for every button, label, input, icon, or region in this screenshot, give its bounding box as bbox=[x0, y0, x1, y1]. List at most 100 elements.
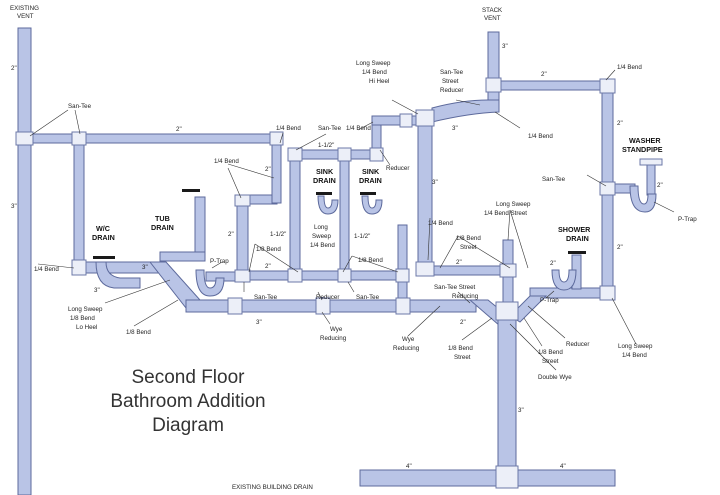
wc-drain-label-1: W/C bbox=[96, 224, 110, 233]
label-double-wye: Double Wye bbox=[538, 374, 572, 381]
fitting-tub-riser bbox=[234, 194, 251, 207]
label-wye-mid-1: Wye bbox=[402, 336, 415, 343]
building-drain-pipe bbox=[359, 469, 616, 487]
fitting-sink-top-right bbox=[369, 147, 384, 162]
fittings bbox=[15, 77, 663, 489]
sink-down-pipe bbox=[397, 224, 408, 304]
fitting-right-vent-low bbox=[599, 285, 616, 301]
shower-drain-label-1: SHOWER bbox=[558, 225, 591, 234]
tub-drain-pipe bbox=[194, 196, 206, 256]
label-quarter-bend-stack: 1/4 Bend bbox=[528, 133, 553, 140]
building-drain-label: EXISTING BUILDING DRAIN bbox=[232, 484, 313, 491]
label-quarter-bend-c: 1/4 Bend bbox=[214, 158, 239, 165]
label-san-tee-lower: San-Tee bbox=[254, 294, 278, 301]
fitting-sink-low-mid bbox=[337, 268, 352, 283]
shower-drain-cap bbox=[568, 251, 586, 254]
tub-drain-label-2: DRAIN bbox=[151, 223, 174, 232]
label-long-sweep-lo-2: 1/8 Bend bbox=[70, 315, 95, 322]
size-center-riser: 3" bbox=[432, 179, 438, 186]
sink-left-pipe bbox=[289, 149, 301, 279]
size-tub-arm: 2" bbox=[265, 263, 271, 270]
size-shower-arm: 2" bbox=[550, 260, 556, 267]
existing-vent-label-1: EXISTING bbox=[10, 5, 39, 12]
diagram-title: Second Floor Bathroom Addition Diagram bbox=[88, 366, 288, 438]
sink-trap-1-pipe bbox=[317, 195, 339, 215]
fitting-sink-top-mid bbox=[337, 147, 352, 162]
label-eighth-bend-street-a-2: Street bbox=[460, 244, 477, 251]
tub-drain-cap bbox=[182, 189, 200, 192]
title-line-3: Diagram bbox=[152, 415, 224, 436]
wc-drain-cap bbox=[93, 256, 115, 259]
sink-top-pipe bbox=[289, 149, 379, 160]
fitting-right-vent-mid bbox=[599, 181, 616, 196]
label-reducer-shower: Reducer bbox=[566, 341, 589, 348]
sink-drain-2-label-2: DRAIN bbox=[359, 176, 382, 185]
label-reducer-lower: Reducer bbox=[316, 294, 339, 301]
size-right-vent-upper: 2" bbox=[617, 120, 623, 127]
label-quarter-bend-wc: 1/4 Bend bbox=[34, 266, 59, 273]
label-eighth-bend-street-c-1: 1/8 Bend bbox=[538, 349, 563, 356]
size-center-arm: 2" bbox=[456, 259, 462, 266]
fitting-stack-top bbox=[415, 109, 435, 127]
label-long-sweep-hi-1: Long Sweep bbox=[356, 60, 391, 67]
label-long-sweep-sink-3: 1/4 Bend bbox=[310, 242, 335, 249]
label-long-sweep-street-2: 1/4 Bend Street bbox=[484, 210, 527, 217]
label-eighth-bend-street-b-1: 1/8 Bend bbox=[448, 345, 473, 352]
label-san-tee-b: San-Tee bbox=[318, 125, 342, 132]
label-san-tee-top: San-Tee bbox=[68, 103, 92, 110]
size-tub-riser: 2" bbox=[228, 231, 234, 238]
size-stack-top: 3" bbox=[502, 43, 508, 50]
sink-drain-2-label-1: SINK bbox=[362, 167, 380, 176]
label-san-tee-street-1: San-Tee Street bbox=[434, 284, 476, 291]
size-stack-arm: 2" bbox=[541, 71, 547, 78]
fitting-stack-low bbox=[415, 261, 435, 277]
title-line-1: Second Floor bbox=[131, 367, 245, 388]
label-eighth-bend-street-c-2: Street bbox=[542, 358, 559, 365]
size-main-right: 2" bbox=[460, 319, 466, 326]
label-eighth-bend-street-b-2: Street bbox=[454, 354, 471, 361]
sink-drain-1-label-2: DRAIN bbox=[313, 176, 336, 185]
label-long-sweep-shower-1: Long Sweep bbox=[618, 343, 653, 350]
washer-trap-pipe bbox=[629, 185, 657, 213]
center-arm-pipe bbox=[429, 265, 509, 276]
size-washer: 2" bbox=[657, 182, 663, 189]
fitting-center-top bbox=[499, 263, 517, 278]
stack-vent-label-2: VENT bbox=[484, 15, 501, 22]
size-sink-top: 1-1/2" bbox=[318, 142, 334, 149]
size-wc-arm: 3" bbox=[142, 264, 148, 271]
drop-pipe bbox=[497, 317, 517, 479]
fitting-top-right bbox=[599, 78, 616, 94]
fitting-top-wc bbox=[71, 131, 87, 146]
shower-trap-pipe bbox=[551, 269, 577, 291]
tub-trap-pipe bbox=[195, 269, 225, 297]
fitting-sink-low-right bbox=[395, 268, 410, 283]
existing-vent-label-2: VENT bbox=[17, 13, 34, 20]
label-long-sweep-hi-2: 1/4 Bend bbox=[362, 69, 387, 76]
size-vent-left-upper: 2" bbox=[11, 65, 17, 72]
tub-side-pipe bbox=[271, 142, 282, 204]
tub-overflow-pipe bbox=[159, 251, 206, 262]
size-stack-mid: 3" bbox=[452, 125, 458, 132]
fitting-washer bbox=[639, 158, 663, 166]
label-p-trap-tub: P-Trap bbox=[210, 258, 229, 265]
fitting-sink-low-left bbox=[287, 268, 303, 283]
size-wc-low: 3" bbox=[94, 287, 100, 294]
label-long-sweep-lo-3: Lo Heel bbox=[76, 324, 97, 331]
tub-drain-label-1: TUB bbox=[155, 214, 170, 223]
wc-bowl-pipe bbox=[95, 261, 141, 289]
fitting-labels: San-Tee 1/4 Bend San-Tee 1/4 Bend Long S… bbox=[34, 60, 697, 381]
fitting-top-tub bbox=[269, 131, 284, 146]
label-san-tee-reducer-2: Street bbox=[442, 78, 459, 85]
leader-lines bbox=[29, 69, 675, 371]
size-main-left: 3" bbox=[256, 319, 262, 326]
fitting-tub-low bbox=[234, 269, 251, 283]
label-quarter-bend-sink: 1/4 Bend bbox=[346, 125, 371, 132]
size-labels: 2" 3" 2" 1-1/2" 1-1/2" 1-1/2" 2" 2" 2" 3… bbox=[11, 43, 663, 470]
size-building-right: 4" bbox=[560, 463, 566, 470]
size-vent-left-lower: 3" bbox=[11, 203, 17, 210]
sink-lower-pipe bbox=[245, 270, 407, 281]
stack-link-pipe bbox=[371, 115, 423, 126]
shower-drain-label-2: DRAIN bbox=[566, 234, 589, 243]
label-wye-mid-2: Reducing bbox=[393, 345, 420, 352]
washer-label-1: WASHER bbox=[629, 136, 661, 145]
